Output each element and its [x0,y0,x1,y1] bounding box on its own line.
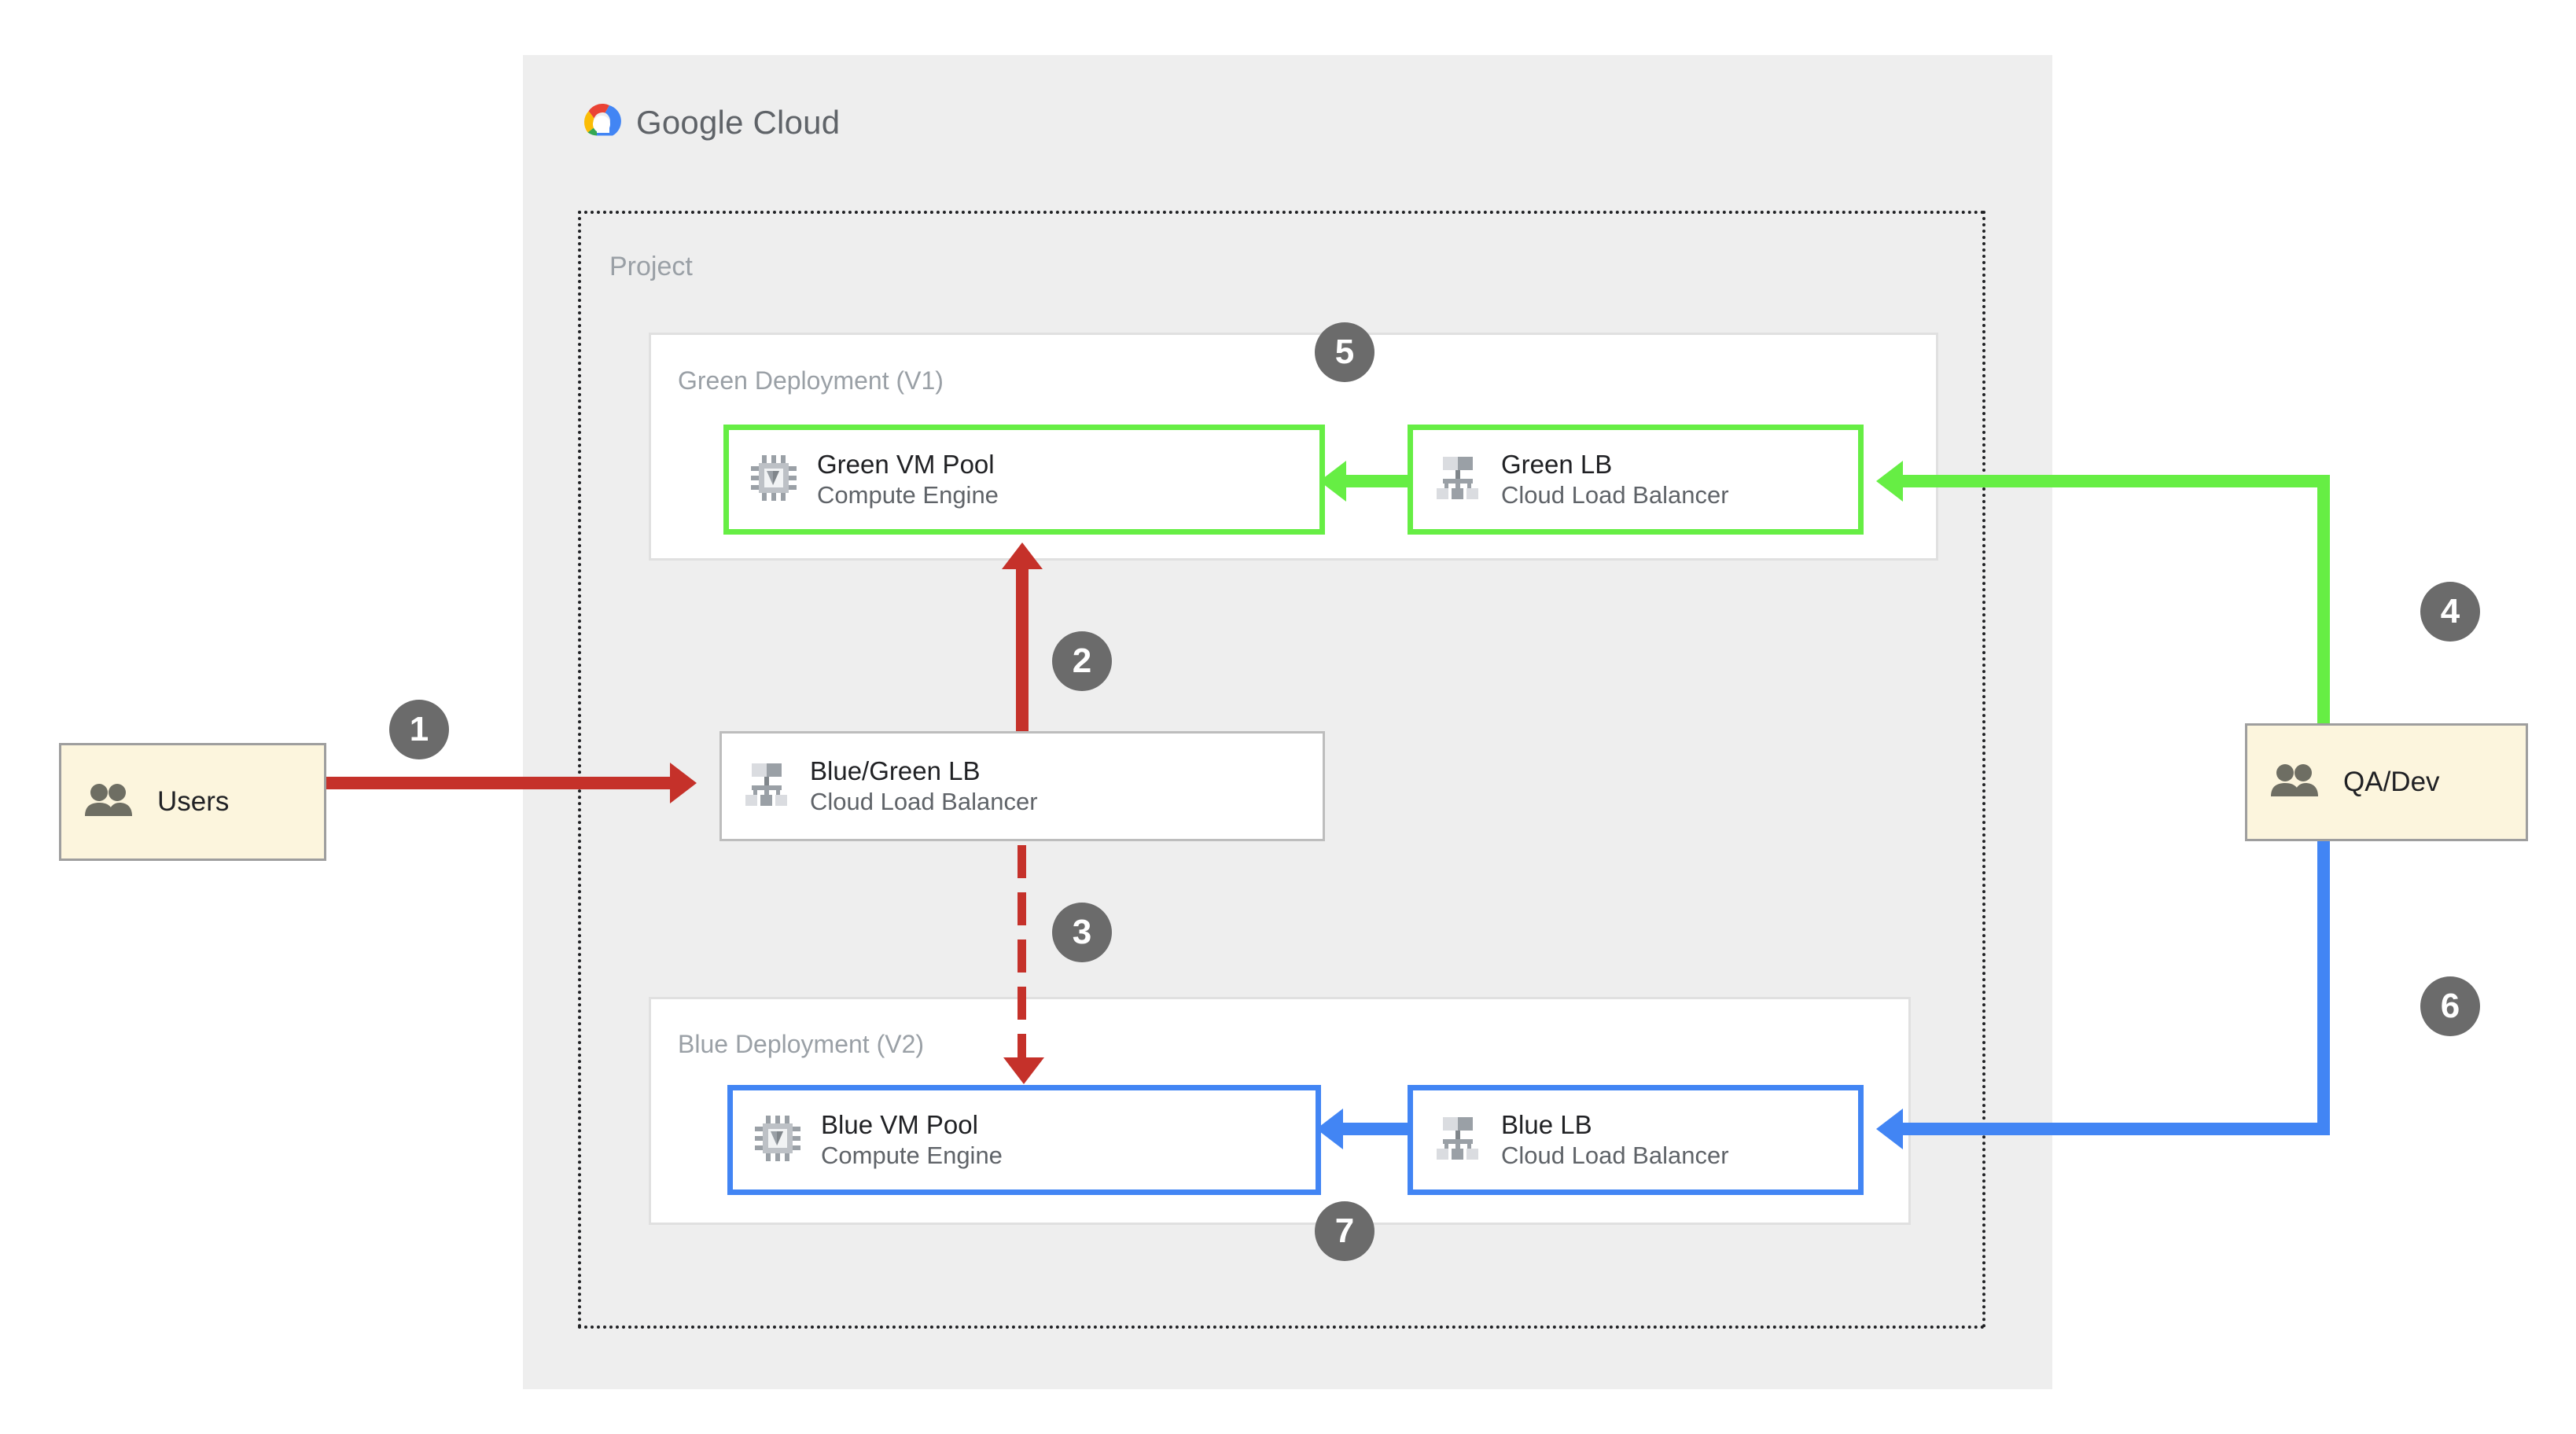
compute-engine-icon [753,1114,802,1167]
connector-6-horizontal [1903,1123,2330,1135]
node-blue-lb[interactable]: Blue LB Cloud Load Balancer [1408,1085,1864,1195]
node-subtitle: Cloud Load Balancer [810,788,1038,816]
brand-google: Google [636,103,744,141]
cloud-load-balancer-icon [1433,455,1482,505]
node-bluegreen-lb[interactable]: Blue/Green LB Cloud Load Balancer [719,731,1325,841]
actor-label: QA/Dev [2343,767,2440,797]
users-icon [83,783,134,822]
actor-users[interactable]: Users [59,743,326,861]
connector-2-line [1016,568,1029,733]
connector-1-arrowhead [670,763,697,803]
step-badge-7: 7 [1315,1201,1374,1261]
blue-deployment-label: Blue Deployment (V2) [678,1030,925,1058]
project-boundary [578,211,1985,1329]
connector-3-dash [1018,939,1026,973]
project-label: Project [609,252,693,281]
step-badge-4: 4 [2420,582,2480,642]
connector-7-line [1334,1123,1409,1135]
node-title: Green LB [1501,449,1613,479]
connector-6-arrowhead [1876,1109,1903,1149]
compute-engine-icon [749,454,798,506]
cloud-load-balancer-icon [742,762,791,811]
actor-label: Users [157,786,230,817]
connector-3-dash [1018,892,1026,925]
google-cloud-wordmark: Google Cloud [636,104,840,142]
node-green-lb[interactable]: Green LB Cloud Load Balancer [1408,425,1864,535]
connector-3-dash [1018,845,1026,878]
node-subtitle: Compute Engine [817,481,999,509]
node-subtitle: Cloud Load Balancer [1501,481,1729,509]
node-blue-vm-pool[interactable]: Blue VM Pool Compute Engine [727,1085,1321,1195]
google-cloud-brand: Google Cloud [578,102,840,142]
google-cloud-logo-icon [578,102,622,142]
node-title: Blue LB [1501,1109,1592,1139]
connector-3-dash [1018,987,1026,1020]
step-badge-1: 1 [389,700,449,759]
connector-4-arrowhead [1876,461,1903,502]
connector-4-horizontal [1903,475,2330,487]
step-badge-5: 5 [1315,322,1374,382]
green-deployment-label: Green Deployment (V1) [678,366,944,395]
users-icon [2269,763,2320,802]
connector-6-vertical [2317,835,2330,1129]
step-badge-3: 3 [1052,903,1112,962]
step-badge-2: 2 [1052,631,1112,691]
cloud-load-balancer-icon [1433,1116,1482,1165]
connector-5-line [1337,475,1409,487]
connector-3-arrowhead [1003,1057,1044,1084]
connector-3-dash [1018,1034,1026,1057]
node-title: Green VM Pool [817,449,995,479]
connector-2-arrowhead [1002,542,1043,569]
node-green-vm-pool[interactable]: Green VM Pool Compute Engine [723,425,1325,535]
node-title: Blue/Green LB [810,756,981,785]
connector-1-line [326,777,670,789]
step-badge-6: 6 [2420,976,2480,1036]
node-subtitle: Compute Engine [821,1142,1003,1170]
node-title: Blue VM Pool [821,1109,978,1139]
brand-cloud: Cloud [753,103,841,141]
connector-4-vertical [2317,475,2330,730]
node-subtitle: Cloud Load Balancer [1501,1142,1729,1170]
actor-qa-dev[interactable]: QA/Dev [2245,723,2528,841]
